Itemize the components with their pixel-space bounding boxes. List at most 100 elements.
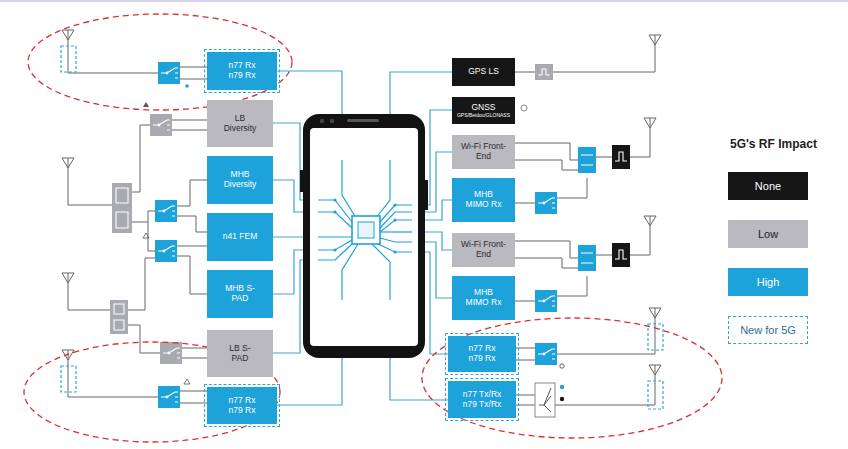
legend-swatch: Low [728, 220, 808, 248]
svg-rect [535, 383, 555, 417]
box-label: Wi-Fi Front-End [461, 142, 507, 162]
box-label: n79 Tx/Rx [463, 400, 502, 410]
svg-path [143, 102, 149, 107]
legend-swatch: New for 5G [728, 316, 808, 344]
box-label: LB S-PAD [222, 344, 258, 364]
svg-path [184, 379, 190, 384]
legend-heading: 5G's RF Impact [730, 137, 817, 151]
svg-rect [112, 183, 132, 233]
svg-path [342, 244, 358, 300]
svg-use [649, 35, 661, 45]
svg-path [128, 325, 160, 353]
svg-path [132, 211, 155, 251]
svg-use [535, 290, 557, 312]
box-label: n77 Rx [229, 396, 256, 406]
svg-use [535, 64, 553, 80]
svg-use [649, 365, 661, 375]
svg-path [68, 360, 158, 397]
component-box: n77 Rxn79 Rx [448, 336, 516, 372]
svg-path [318, 236, 352, 237]
box-label: MHB MIMO Rx [464, 288, 504, 308]
svg-rect [110, 300, 128, 334]
svg-rect [352, 216, 380, 244]
svg-path [180, 348, 207, 358]
svg-path [132, 125, 150, 192]
svg-circle [393, 250, 396, 253]
svg-rect [61, 366, 76, 392]
svg-path [177, 246, 207, 247]
svg-g [333, 198, 396, 253]
box-label: n79 Rx [469, 354, 496, 364]
svg-path [318, 200, 352, 222]
svg-circle [330, 119, 335, 124]
svg-circle [560, 385, 564, 389]
svg-rect [648, 381, 663, 409]
svg-use [155, 240, 177, 262]
legend-text: High [757, 276, 780, 288]
component-box: GPS LS [452, 58, 515, 86]
svg-path [128, 258, 155, 310]
component-box: Wi-Fi Front-End [452, 135, 515, 169]
box-label: LB Diversity [222, 114, 258, 134]
svg-use [644, 118, 656, 128]
svg-use [62, 350, 74, 360]
svg-use [155, 200, 177, 222]
svg-circle [393, 218, 396, 221]
svg-use [644, 216, 656, 226]
svg-use [612, 243, 630, 267]
svg-circle [185, 84, 189, 88]
svg-path [177, 256, 207, 294]
svg-use [150, 114, 172, 136]
svg-rect [310, 128, 418, 346]
svg-use [160, 342, 182, 364]
component-box: MHB S-PAD [207, 270, 273, 318]
svg-use [535, 192, 557, 214]
svg-use [578, 245, 596, 271]
box-label: n41 FEM [223, 232, 258, 242]
svg-use [158, 62, 180, 84]
box-label: n79 Rx [229, 406, 256, 416]
legend-swatch: None [728, 172, 808, 200]
svg-rect [0, 0, 848, 2]
svg-g [318, 160, 412, 300]
component-box: MHB Diversity [207, 156, 273, 204]
box-label: Wi-Fi Front-End [461, 240, 507, 260]
svg-use [158, 386, 180, 408]
svg-path [170, 120, 207, 130]
component-box: n77 Rxn79 Rx [207, 52, 277, 90]
svg-use [578, 147, 596, 173]
svg-use [62, 273, 74, 283]
svg-circle [393, 203, 396, 206]
svg-use [62, 30, 74, 40]
svg-rect [347, 119, 379, 122]
legend-text: Low [758, 228, 778, 240]
svg-g [68, 40, 207, 403]
svg-use [649, 308, 661, 318]
svg-circle [521, 105, 527, 111]
svg-path [515, 258, 578, 268]
svg-path [180, 391, 207, 403]
svg-rect [358, 222, 374, 238]
svg-use [535, 343, 557, 365]
svg-path [143, 233, 149, 238]
component-box: GNSSGPS/Beidou/GLONASS [452, 97, 515, 124]
svg-path [68, 283, 110, 310]
box-label: MHB Diversity [218, 170, 262, 190]
svg-path [515, 143, 578, 160]
component-box: Wi-Fi Front-End [452, 233, 515, 267]
component-box: LB Diversity [207, 100, 273, 147]
svg-path [68, 40, 158, 73]
svg-rect [61, 46, 76, 72]
svg-g [515, 45, 655, 405]
svg-ellipse [28, 14, 292, 110]
svg-path [177, 180, 207, 206]
svg-path [380, 220, 412, 232]
svg-path [515, 160, 578, 170]
svg-path [318, 212, 352, 228]
legend-swatch: High [728, 268, 808, 296]
box-label: n77 Tx/Rx [463, 390, 502, 400]
svg-rect [303, 114, 425, 358]
box-label: MHB MIMO Rx [464, 190, 504, 210]
